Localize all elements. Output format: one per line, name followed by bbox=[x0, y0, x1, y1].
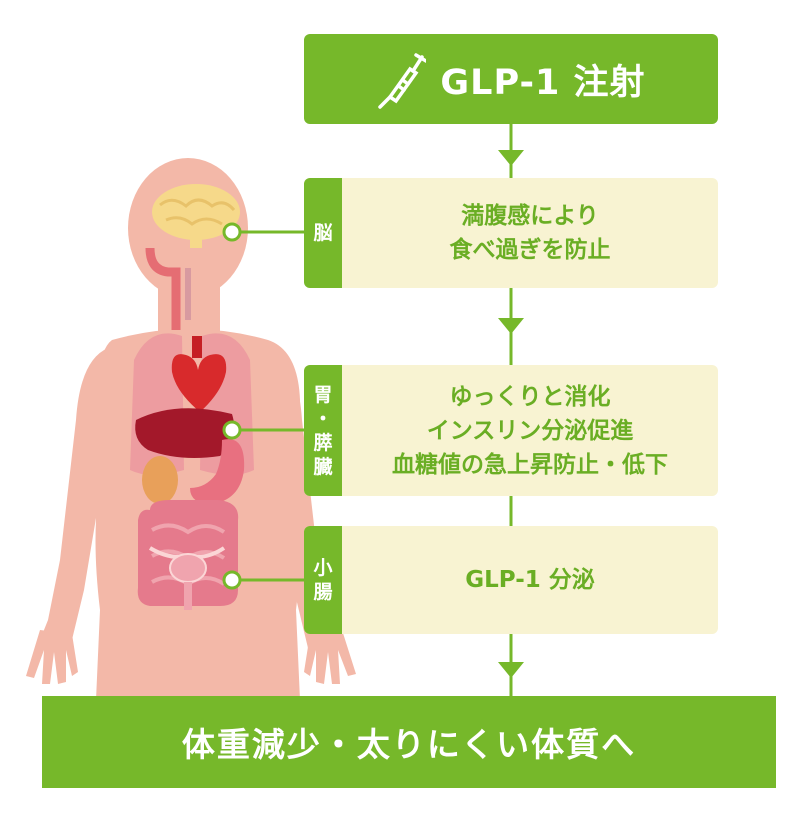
result-box: 体重減少・太りにくい体質へ bbox=[42, 696, 776, 788]
brain-icon bbox=[152, 184, 240, 248]
uterus-icon bbox=[148, 546, 226, 610]
syringe-icon bbox=[378, 53, 427, 109]
organ-label: 胃 bbox=[313, 383, 333, 406]
step-line: ゆっくりと消化 bbox=[449, 383, 611, 410]
step-line: インスリン分泌促進 bbox=[426, 417, 634, 444]
organ-label: 腸 bbox=[313, 581, 333, 603]
step-line: 満腹感により bbox=[461, 203, 599, 229]
heart-icon bbox=[171, 336, 227, 412]
step-small-intestine: 小 腸 GLP-1 分泌 bbox=[304, 526, 718, 634]
organ-label: ・ bbox=[313, 407, 333, 430]
pancreas-icon bbox=[142, 456, 178, 504]
organ-label: 脳 bbox=[313, 222, 333, 244]
step-line: 血糖値の急上昇防止・低下 bbox=[392, 451, 668, 478]
step-stomach-pancreas: 胃 ・ 膵 臓 ゆっくりと消化 インスリン分泌促進 血糖値の急上昇防止・低下 bbox=[304, 365, 718, 496]
step-brain: 脳 満腹感により 食べ過ぎを防止 bbox=[304, 178, 718, 288]
right-hand bbox=[304, 630, 356, 684]
organ-tag-stomach-pancreas: 胃 ・ 膵 臓 bbox=[304, 365, 342, 496]
organ-tag-brain: 脳 bbox=[304, 178, 342, 288]
step-description: 満腹感により 食べ過ぎを防止 bbox=[342, 178, 718, 288]
liver-icon bbox=[135, 408, 235, 458]
glp1-injection-box: GLP-1 注射 bbox=[304, 34, 718, 124]
step-description: GLP-1 分泌 bbox=[342, 526, 718, 634]
organ-label: 膵 bbox=[313, 431, 333, 454]
organ-label: 臓 bbox=[313, 455, 333, 478]
step-line: GLP-1 分泌 bbox=[465, 567, 595, 593]
glp1-injection-label: GLP-1 注射 bbox=[440, 62, 646, 103]
organ-label: 小 bbox=[313, 557, 333, 579]
organ-tag-small-intestine: 小 腸 bbox=[304, 526, 342, 634]
stomach-icon bbox=[190, 439, 245, 504]
left-hand bbox=[26, 630, 78, 684]
result-label: 体重減少・太りにくい体質へ bbox=[181, 725, 637, 764]
esophagus-icon bbox=[145, 247, 191, 330]
step-description: ゆっくりと消化 インスリン分泌促進 血糖値の急上昇防止・低下 bbox=[342, 365, 718, 496]
step-line: 食べ過ぎを防止 bbox=[449, 237, 611, 263]
